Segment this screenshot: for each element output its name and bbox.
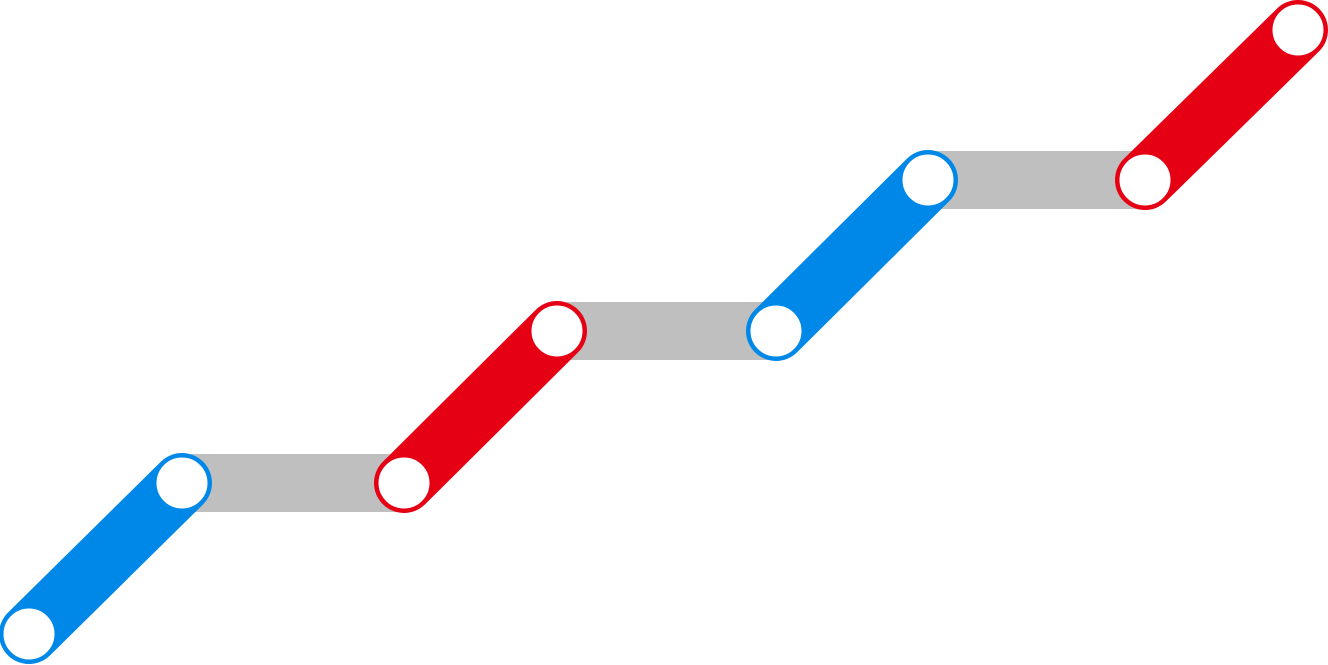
red-node [528, 302, 586, 360]
connector-layer [182, 151, 1145, 512]
red-riser-bar [374, 301, 587, 513]
red-node [375, 454, 433, 512]
blue-node [153, 454, 211, 512]
red-node [1269, 1, 1327, 59]
red-riser-bar [1115, 0, 1328, 210]
red-node [1116, 151, 1174, 209]
blue-node [747, 302, 805, 360]
blue-node [899, 151, 957, 209]
blue-riser-bar [0, 453, 212, 664]
blue-riser-bar [746, 150, 958, 361]
blue-node [0, 605, 58, 663]
